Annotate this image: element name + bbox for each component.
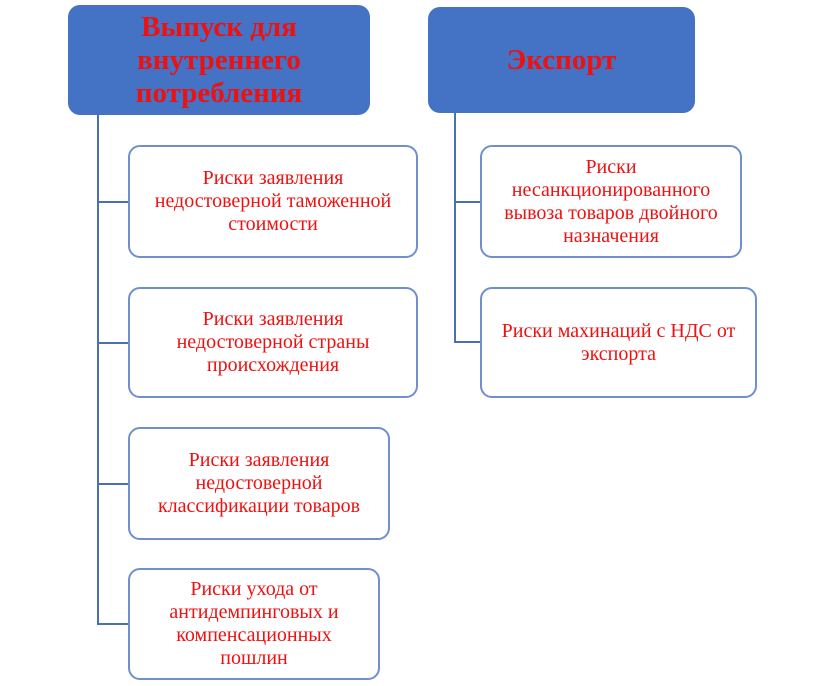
risk-label: Риски махинаций с НДС от экспорта [501,319,736,365]
risk-customs-value: Риски заявления недостоверной таможенной… [128,145,418,258]
risk-vat-fraud: Риски махинаций с НДС от экспорта [480,287,757,398]
risk-label: Риски ухода от антидемпинговых и компенс… [169,578,339,669]
header-export-label: Экспорт [506,43,617,76]
connector-left-4 [97,623,128,625]
risk-label: Риски заявления недостоверной страны про… [176,308,370,376]
risk-label: Риски заявления недостоверной классифика… [157,449,361,517]
connector-left-trunk [97,115,99,624]
risk-dual-use: Риски несанкционированного вывоза товаро… [480,145,742,258]
risk-label: Риски несанкционированного вывоза товаро… [504,155,718,247]
connector-right-trunk [454,113,456,343]
connector-right-2 [454,341,480,343]
connector-right-1 [454,201,480,203]
risk-label: Риски заявления недостоверной таможенной… [154,167,392,235]
risk-antidumping: Риски ухода от антидемпинговых и компенс… [128,568,380,680]
header-domestic-release-label: Выпуск для внутреннего потребления [135,10,303,109]
connector-left-1 [97,201,128,203]
risk-classification: Риски заявления недостоверной классифика… [128,427,390,540]
header-export: Экспорт [428,7,695,113]
connector-left-2 [97,342,128,344]
risk-country-origin: Риски заявления недостоверной страны про… [128,287,418,398]
connector-left-3 [97,483,128,485]
header-domestic-release: Выпуск для внутреннего потребления [68,5,370,115]
